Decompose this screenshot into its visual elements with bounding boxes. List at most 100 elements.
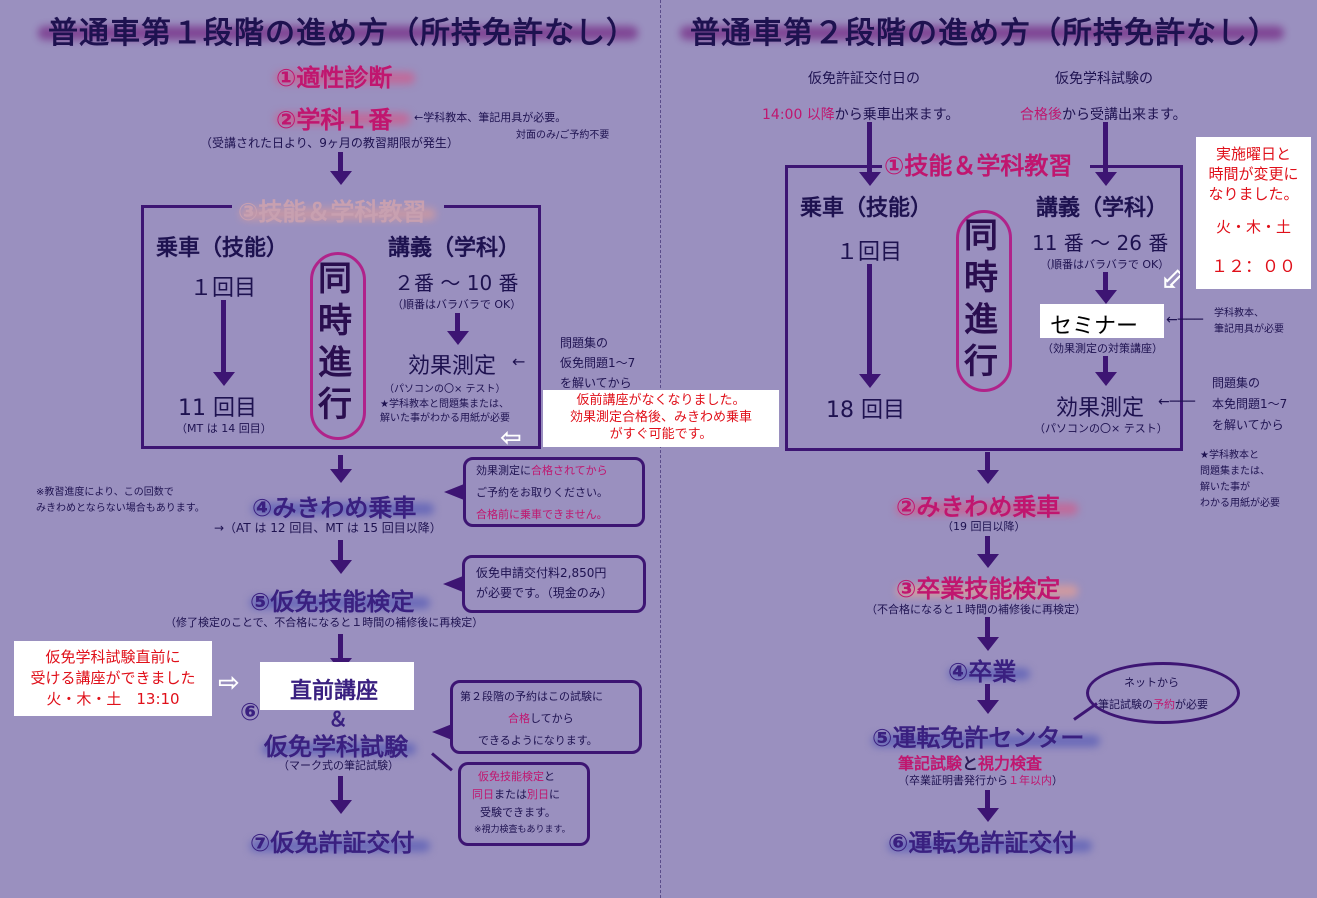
left-step6-white: [260, 662, 414, 710]
arrow: [985, 617, 990, 639]
left-problem-note: 問題集の 仮免問題1～7 を解いてから: [560, 336, 636, 390]
arrow: [338, 455, 343, 471]
left-notice-arrow: ⇦: [500, 423, 522, 453]
left-step4-sub: →（AT は 12 回目、MT は 15 回目以降）: [214, 521, 442, 535]
arrow: [338, 152, 343, 172]
left-col-left-last-note: （MT は 14 回目）: [176, 422, 272, 435]
left-notice-text: 仮前講座がなくなりました。 効果測定合格後、みきわめ乗車 がすぐ可能です。: [569, 393, 752, 442]
bubble-tail: [431, 752, 453, 772]
left-col-left-first: １回目: [190, 276, 257, 301]
left-step6-sub: （マーク式の筆記試験）: [278, 759, 399, 772]
right-col-left-last: 18 回目: [826, 398, 905, 423]
arrow-head: [447, 331, 469, 345]
bubble-tail: [432, 724, 452, 740]
left-bubble-1-line2: ご予約をお取りください。: [476, 486, 608, 499]
left-red-notice-arrow: ⇨: [218, 668, 240, 698]
right-title-glow: [680, 26, 1284, 40]
arrow-head: [330, 560, 352, 574]
left-step6: 仮免学科試験: [264, 733, 408, 761]
arrow: [985, 452, 990, 472]
left-bubble-2: [462, 555, 646, 613]
right-col-right-range: 11 番 ～ 26 番: [1032, 231, 1169, 255]
left-effect-test-arrow: ←: [512, 352, 526, 371]
step-glow: [240, 208, 436, 220]
step-glow: [948, 668, 1030, 680]
left-effect-test-sub: （パソコンの〇× テスト）: [384, 384, 506, 395]
right-bubble-line2: 筆記試験の予約が必要: [1098, 698, 1208, 711]
right-bubble-line1: ネットから: [1124, 676, 1179, 689]
right-seminar-arrow: ←───: [1166, 312, 1204, 328]
arrow: [338, 776, 343, 802]
arrow-head: [977, 470, 999, 484]
arrow: [867, 264, 872, 374]
arrow: [338, 634, 343, 660]
left-red-notice-text: 仮免学科試験直前に 受ける講座ができました 火・木・土 13:10: [30, 648, 196, 708]
right-seminar-sub: （効果測定の対策講座）: [1042, 342, 1163, 355]
left-step2: ②学科１番: [276, 106, 393, 134]
step-glow: [896, 585, 1078, 597]
center-divider: [660, 0, 661, 898]
arrow: [338, 540, 343, 562]
arrow-head: [977, 700, 999, 714]
arrow-head: [859, 172, 881, 186]
arrow: [985, 684, 990, 702]
left-step6-white-text: 直前講座: [290, 679, 379, 704]
arrow: [867, 122, 872, 174]
left-red-notice-box: [14, 641, 212, 716]
right-top-right1: 仮免学科試験の: [1055, 71, 1153, 87]
left-col-right-range: ２番 ～ 10 番: [394, 271, 519, 295]
left-bubble-1-line3: 合格前に乗車できません。: [476, 508, 608, 521]
bubble-tail: [444, 484, 464, 500]
right-red-time: １２：００: [1211, 257, 1296, 277]
left-col-left-last: 11 回目: [178, 396, 257, 421]
bubble-tail: [443, 576, 463, 592]
left-simul-text: 同 時 進 行: [318, 259, 352, 425]
arrow-head: [330, 171, 352, 185]
left-step2-sub: （受講された日より、9ヶ月の教習期限が発生）: [200, 136, 459, 150]
left-title-glow: [38, 26, 638, 40]
right-red-box-text: 実施曜日と 時間が変更に なりました。: [1208, 145, 1299, 203]
left-bubble-4-line3: 受験できます。: [480, 806, 556, 819]
right-bubble: [1086, 662, 1240, 724]
right-step2: ②みきわめ乗車: [896, 493, 1061, 521]
arrow-head: [977, 637, 999, 651]
arrow-head: [330, 800, 352, 814]
arrow: [1103, 356, 1108, 374]
left-effect-test-note: ★学科教本と問題集または、 解いた事がわかる用紙が必要: [380, 399, 510, 424]
arrow-head: [1095, 372, 1117, 386]
arrow: [1103, 272, 1108, 292]
step-glow: [262, 743, 416, 755]
right-seminar-note: 学科教本、 筆記用具が必要: [1214, 308, 1284, 335]
arrow: [985, 536, 990, 556]
left-notice-white: [543, 390, 779, 447]
left-bubble-4-line2: 同日または別日に: [472, 788, 560, 801]
left-step2-note2: 対面のみ/ご予約不要: [516, 130, 610, 141]
right-problem-note: 問題集の 本免問題1～7 を解いてから: [1212, 376, 1288, 432]
right-step4: ④卒業: [948, 658, 1017, 686]
left-bubble-4-line4: ※視力検査もあります。: [474, 825, 571, 835]
left-bubble-3-line2: 合格してから: [508, 712, 574, 725]
right-col-right-head: 講義（学科）: [1036, 196, 1169, 221]
right-effect-test-sub: （パソコンの〇× テスト）: [1034, 422, 1168, 435]
right-star-note: ★学科教本と 問題集または、 解いた事が わかる用紙が必要: [1200, 450, 1280, 509]
left-simul-oval: [310, 252, 366, 440]
right-effect-test: 効果測定: [1056, 396, 1145, 421]
left-step2-note1: ←学科教本、筆記用具が必要。: [414, 111, 567, 124]
step-glow: [896, 503, 1078, 515]
left-step1: ①適性診断: [276, 64, 393, 92]
step-glow: [275, 72, 415, 84]
right-top-left2: 14:00 以降から乗車出来ます。: [762, 107, 960, 123]
right-step5-sub: （卒業証明書発行から１年以内）: [898, 774, 1063, 787]
right-title: 普通車第２段階の進め方（所持免許なし）: [690, 16, 1279, 51]
arrow-head: [1095, 172, 1117, 186]
right-red-box: [1196, 137, 1311, 289]
left-step5: ⑤仮免技能検定: [250, 588, 415, 616]
right-seminar-box: [1040, 304, 1164, 338]
right-step3-sub: （不合格になると１時間の補修後に再検定）: [866, 603, 1086, 616]
right-col-left-head: 乗車（技能）: [800, 196, 933, 221]
left-col-right-head: 講義（学科）: [388, 236, 521, 261]
arrow-head: [330, 469, 352, 483]
left-bubble-3: [450, 680, 642, 754]
right-top-left1: 仮免許証交付日の: [808, 71, 920, 87]
left-bubble-3-line3: できるようになります。: [478, 734, 598, 747]
